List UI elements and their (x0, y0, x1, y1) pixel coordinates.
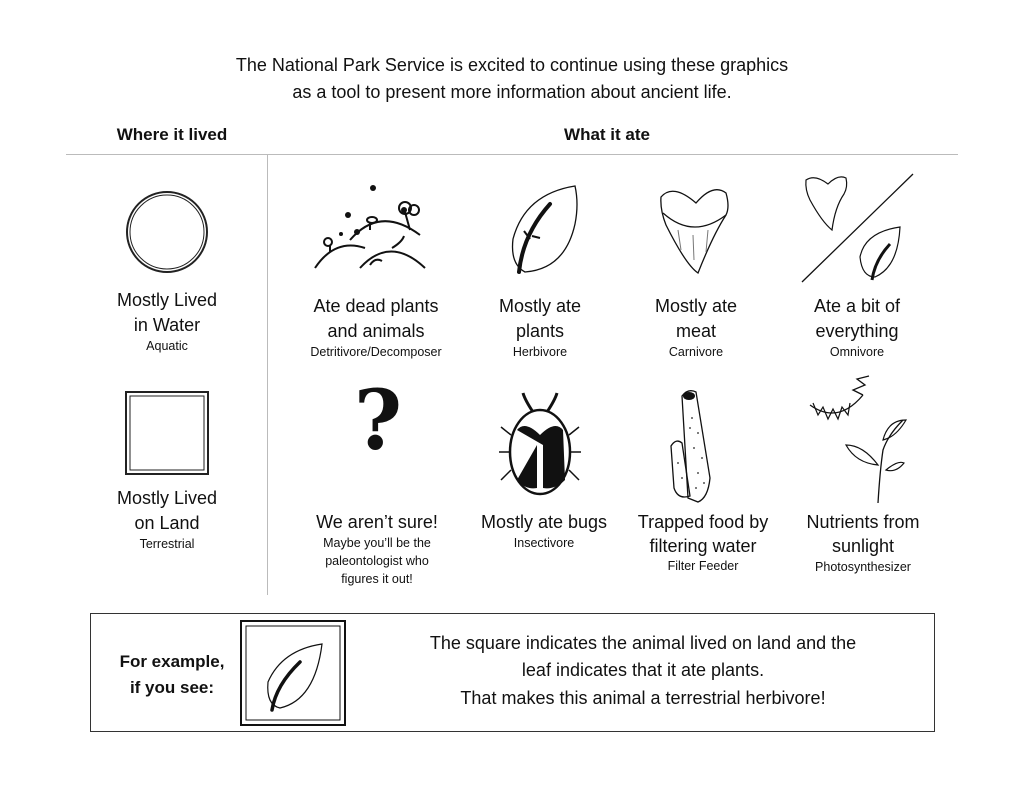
terrestrial-line-2: on Land (134, 513, 200, 533)
example-terrestrial-herbivore-icon (240, 620, 346, 726)
example-text-2: leaf indicates that it ate plants. (521, 660, 765, 680)
herbivore-line-2: plants (515, 321, 565, 341)
intro-line-2: as a tool to present more information ab… (292, 82, 732, 102)
unknown-sub-2: paleontologist who (325, 554, 429, 568)
aquatic-line-1: Mostly Lived (116, 290, 218, 310)
insectivore-line-1: Mostly ate bugs (480, 512, 608, 532)
filter-feeder-line-2: filtering water (649, 536, 757, 556)
square-icon (125, 391, 209, 475)
example-text-1: The square indicates the animal lived on… (429, 633, 857, 653)
photosynthesizer-line-2: sunlight (831, 536, 895, 556)
what-header: What it ate (564, 125, 650, 144)
sun-plant-icon (809, 375, 908, 504)
carnivore-term: Carnivore (668, 345, 724, 359)
detritivore-term: Detritivore/Decomposer (310, 345, 442, 359)
tooth-icon (660, 189, 729, 274)
filter-feeder-term: Filter Feeder (667, 559, 739, 573)
question-mark-icon: ? (353, 373, 403, 469)
intro-line-1: The National Park Service is excited to … (235, 55, 789, 75)
example-label-2: if you see: (129, 678, 215, 697)
herbivore-term: Herbivore (512, 345, 568, 359)
omnivore-line-2: everything (815, 321, 899, 341)
column-divider (267, 154, 268, 595)
sponge-icon (670, 390, 711, 503)
unknown-sub-1: Maybe you’ll be the (323, 536, 431, 550)
where-header: Where it lived (116, 125, 228, 144)
circle-icon (126, 191, 208, 273)
detritivore-line-2: and animals (327, 321, 425, 341)
example-text-3: That makes this animal a terrestrial her… (460, 688, 826, 708)
tooth-and-leaf-icon (801, 173, 914, 283)
decomposer-mounds-icon (314, 185, 426, 269)
photosynthesizer-term: Photosynthesizer (815, 560, 911, 574)
unknown-sub-3: figures it out! (341, 572, 413, 586)
leaf-icon (511, 185, 578, 274)
example-box (90, 613, 935, 732)
detritivore-line-1: Ate dead plants (313, 296, 439, 316)
unknown-line-1: We aren’t sure! (316, 512, 438, 532)
photosynthesizer-line-1: Nutrients from (806, 512, 920, 532)
omnivore-line-1: Ate a bit of (813, 296, 901, 316)
beetle-icon (499, 392, 581, 496)
omnivore-term: Omnivore (829, 345, 885, 359)
herbivore-line-1: Mostly ate (498, 296, 582, 316)
carnivore-line-2: meat (675, 321, 717, 341)
insectivore-term: Insectivore (513, 536, 575, 550)
carnivore-line-1: Mostly ate (654, 296, 738, 316)
aquatic-line-2: in Water (133, 315, 201, 335)
terrestrial-line-1: Mostly Lived (116, 488, 218, 508)
filter-feeder-line-1: Trapped food by (637, 512, 769, 532)
terrestrial-term: Terrestrial (139, 537, 195, 551)
example-label-1: For example, (119, 652, 225, 671)
header-divider (66, 154, 958, 155)
aquatic-term: Aquatic (146, 339, 188, 353)
